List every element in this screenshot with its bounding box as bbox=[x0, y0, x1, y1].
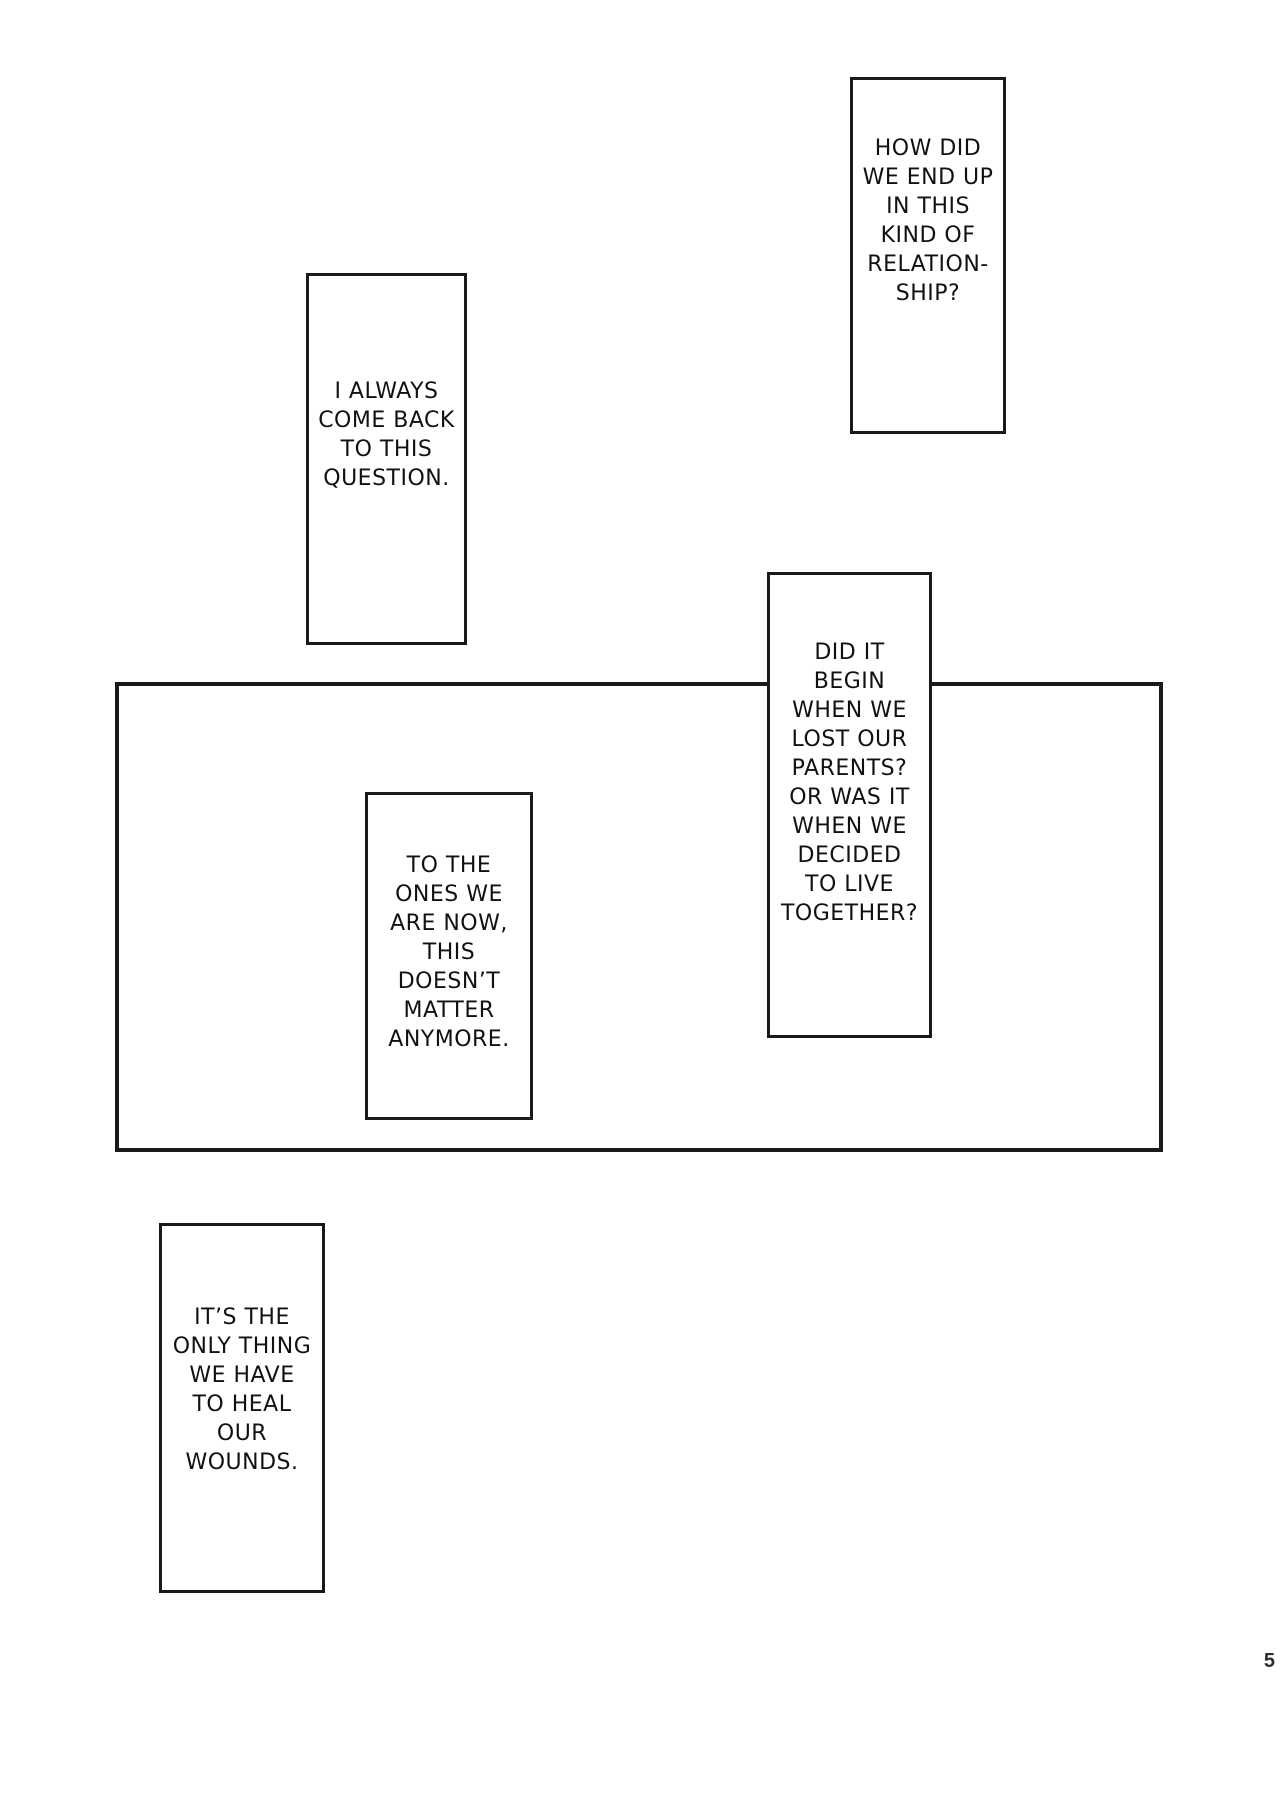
speech-box-doesnt-matter: TO THE ONES WE ARE NOW, THIS DOESN’T MAT… bbox=[365, 792, 533, 1120]
speech-box-question: I ALWAYS COME BACK TO THIS QUESTION. bbox=[306, 273, 467, 645]
speech-text-relationship: HOW DID WE END UP IN THIS KIND OF RELATI… bbox=[862, 135, 994, 306]
speech-text-did-it-begin: DID IT BEGIN WHEN WE LOST OUR PARENTS? O… bbox=[780, 640, 919, 926]
empty-panel-border bbox=[115, 682, 1163, 1152]
speech-box-heal-wounds: IT’S THE ONLY THING WE HAVE TO HEAL OUR … bbox=[159, 1223, 325, 1593]
speech-box-did-it-begin: DID IT BEGIN WHEN WE LOST OUR PARENTS? O… bbox=[767, 572, 932, 1038]
speech-text-question: I ALWAYS COME BACK TO THIS QUESTION. bbox=[318, 379, 455, 491]
page-number: 5 bbox=[1263, 1650, 1275, 1672]
speech-box-relationship: HOW DID WE END UP IN THIS KIND OF RELATI… bbox=[850, 77, 1006, 434]
speech-text-heal-wounds: IT’S THE ONLY THING WE HAVE TO HEAL OUR … bbox=[172, 1305, 312, 1475]
speech-text-doesnt-matter: TO THE ONES WE ARE NOW, THIS DOESN’T MAT… bbox=[388, 852, 510, 1052]
